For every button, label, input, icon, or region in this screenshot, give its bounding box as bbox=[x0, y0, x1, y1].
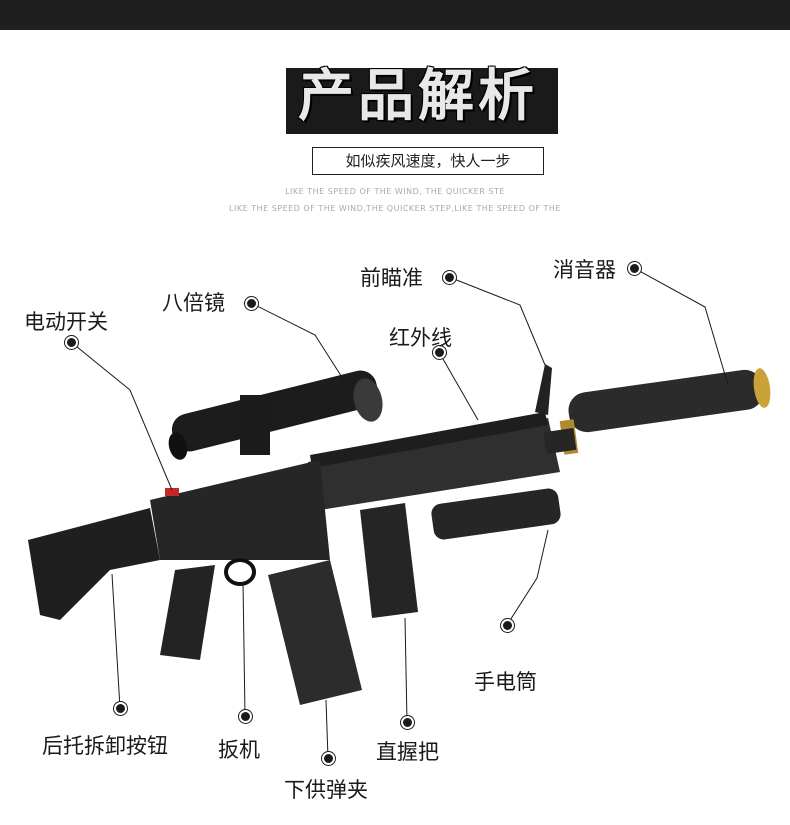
front-sight-label: 前瞄准 bbox=[360, 266, 423, 290]
stock-part bbox=[28, 508, 160, 620]
english-subtitle-2: LIKE THE SPEED OF THE WIND,THE QUICKER S… bbox=[229, 204, 561, 213]
trigger-label: 扳机 bbox=[218, 738, 260, 762]
stock-release-dot bbox=[114, 702, 127, 715]
scope-dot bbox=[245, 297, 258, 310]
magazine-leader bbox=[325, 699, 329, 759]
title-block: 产品解析 bbox=[276, 58, 560, 136]
trigger-dot bbox=[239, 710, 252, 723]
power-switch-leader bbox=[70, 341, 173, 491]
english-subtitle-1: LIKE THE SPEED OF THE WIND, THE QUICKER … bbox=[285, 187, 505, 196]
flashlight-leader bbox=[506, 529, 549, 626]
page-title: 产品解析 bbox=[298, 64, 538, 129]
vertical-grip-label: 直握把 bbox=[376, 740, 439, 764]
silencer-label: 消音器 bbox=[553, 258, 616, 282]
vertical-grip-dot bbox=[401, 716, 414, 729]
flashlight-label: 手电筒 bbox=[474, 670, 537, 694]
power-switch-dot bbox=[65, 336, 78, 349]
handguard-part bbox=[308, 412, 577, 510]
trigger-leader bbox=[242, 581, 246, 717]
stock-release-leader bbox=[111, 573, 121, 709]
flashlight-part bbox=[431, 488, 561, 540]
title-shadow bbox=[286, 68, 558, 134]
flashlight-dot bbox=[501, 619, 514, 632]
silencer-part bbox=[559, 368, 771, 455]
receiver-part bbox=[150, 460, 330, 560]
magazine-part bbox=[268, 560, 362, 705]
front-sight-leader bbox=[448, 276, 546, 366]
pistol-grip-part bbox=[160, 565, 215, 660]
scope-part bbox=[168, 370, 383, 460]
scope-label: 八倍镜 bbox=[162, 291, 225, 315]
infrared-leader bbox=[438, 351, 479, 421]
magazine-dot bbox=[322, 752, 335, 765]
power-switch-label: 电动开关 bbox=[24, 310, 108, 334]
magazine-label: 下供弹夹 bbox=[284, 778, 368, 802]
stock-release-label: 后托拆卸按钮 bbox=[42, 734, 168, 758]
infrared-dot bbox=[433, 346, 446, 359]
silencer-dot bbox=[628, 262, 641, 275]
silencer-leader bbox=[633, 267, 729, 386]
tagline-box: 如似疾风速度，快人一步 bbox=[312, 147, 544, 175]
front-sight-part bbox=[535, 364, 552, 415]
front-sight-dot bbox=[443, 271, 456, 284]
leader-lines bbox=[70, 267, 729, 759]
vertical-grip-leader bbox=[404, 617, 408, 723]
infrared-label: 红外线 bbox=[389, 326, 452, 350]
scope-leader bbox=[250, 302, 346, 383]
trigger-guard bbox=[224, 558, 256, 586]
vertical-grip-part bbox=[360, 503, 418, 618]
top-bar bbox=[0, 0, 790, 30]
